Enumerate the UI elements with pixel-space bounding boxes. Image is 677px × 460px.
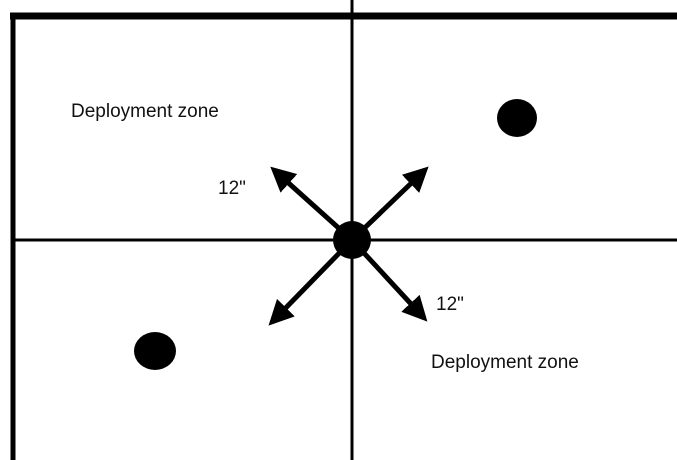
center-objective-marker [333,221,371,259]
bottom-left-objective-marker [134,332,176,370]
deployment-zone-bottom-right-label: Deployment zone [431,352,579,373]
arrow-down-left [268,238,354,326]
distance-label-lower: 12" [436,294,464,315]
deployment-zone-top-left-label: Deployment zone [71,101,219,122]
distance-label-upper: 12" [218,178,246,199]
top-right-objective-marker [497,99,537,137]
